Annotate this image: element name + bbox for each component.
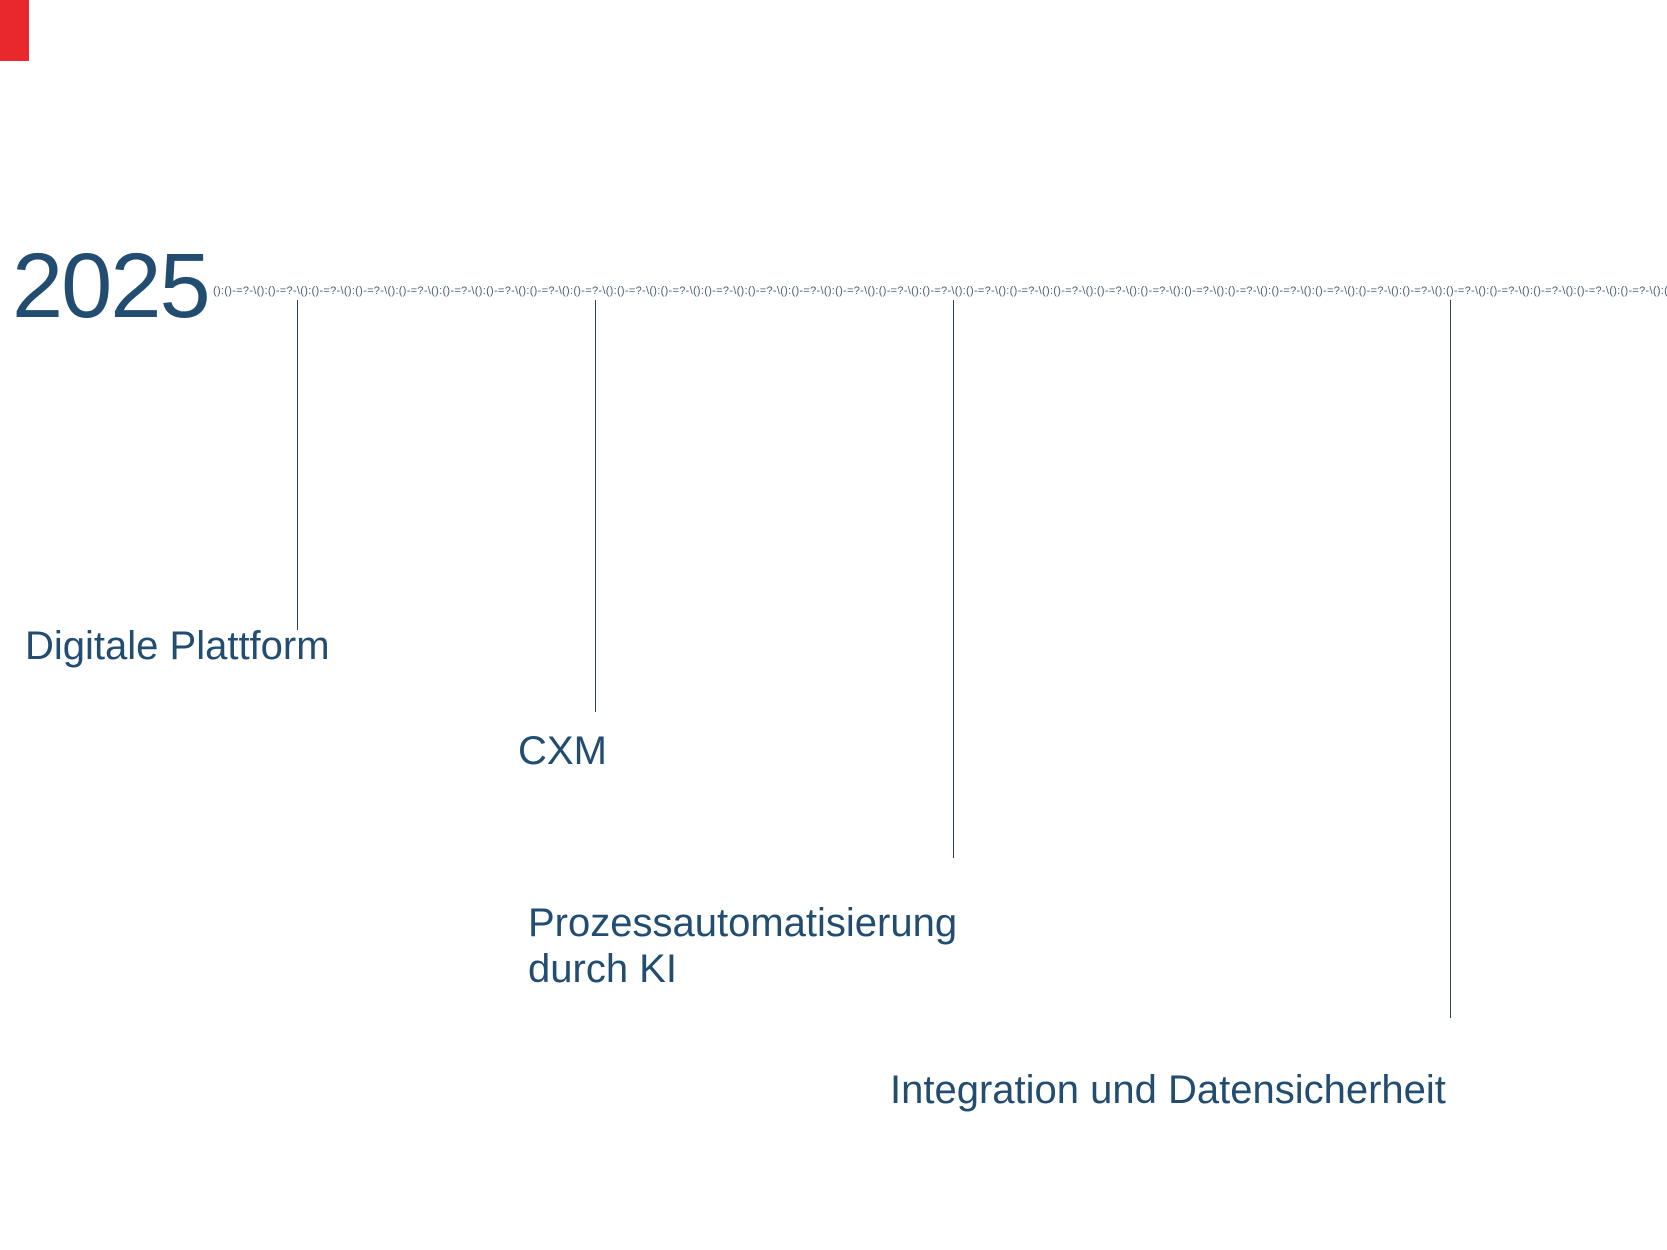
timeline-year-title: 2025 [12, 235, 211, 337]
timeline-connector-line [953, 300, 954, 858]
timeline-item-label-digitale-plattform: Digitale Plattform [25, 624, 330, 668]
red-accent-bar [0, 0, 29, 61]
timeline-item-label-cxm: CXM [518, 729, 607, 773]
timeline-connector-line [595, 300, 596, 712]
timeline-connector-line [1450, 300, 1451, 1018]
timeline-item-label-integration: Integration und Datensicherheit [890, 1068, 1446, 1112]
timeline-connector-line [297, 300, 298, 630]
timeline-dotted-line: ():()-=?-\():()-=?-\():()-=?-\():()-=?-\… [213, 285, 1667, 297]
timeline-item-label-prozessautomatisierung: Prozessautomatisierung durch KI [528, 901, 958, 991]
